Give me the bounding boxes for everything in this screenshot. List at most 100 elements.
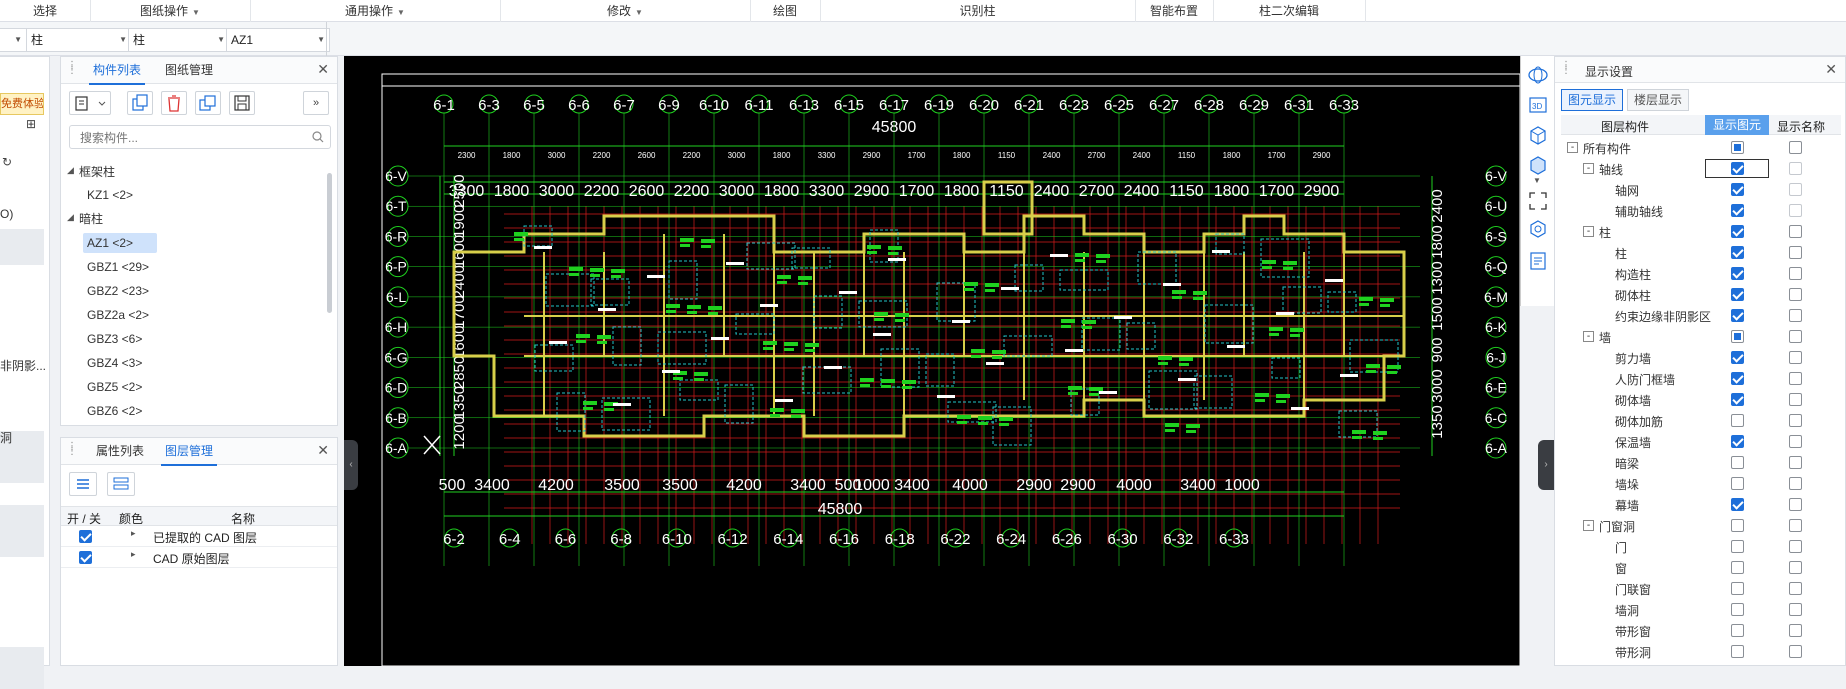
collapse-left-handle[interactable]: ‹ — [344, 440, 358, 490]
tab-element-display[interactable]: 图元显示 — [1561, 89, 1623, 111]
display-row[interactable]: -轴线 — [1561, 158, 1841, 179]
cube-filled-icon[interactable] — [1527, 154, 1549, 176]
layer-list-icon[interactable] — [69, 472, 97, 496]
ribbon-menu-item[interactable]: 绘图 — [750, 0, 821, 22]
orbit-icon[interactable] — [1527, 64, 1549, 86]
tree-toggle-icon[interactable]: - — [1583, 226, 1594, 237]
display-row[interactable]: 保温墙 — [1561, 431, 1841, 452]
tree-toggle-icon[interactable]: - — [1583, 163, 1594, 174]
expand-icon[interactable]: ▸ — [131, 549, 136, 559]
show-name-checkbox[interactable] — [1789, 540, 1802, 553]
tab-floor-display[interactable]: 楼层显示 — [1627, 89, 1689, 111]
ribbon-menu-item[interactable]: 识别柱 — [820, 0, 1136, 22]
select-view-icon[interactable] — [1527, 218, 1549, 240]
search-icon[interactable] — [312, 131, 324, 143]
display-row[interactable]: 辅助轴线 — [1561, 200, 1841, 221]
show-element-checkbox[interactable] — [1731, 351, 1744, 364]
show-element-checkbox[interactable] — [1731, 414, 1744, 427]
show-element-checkbox[interactable] — [1731, 582, 1744, 595]
category-select[interactable]: 柱▼ — [26, 28, 132, 52]
show-element-checkbox[interactable] — [1731, 456, 1744, 469]
show-name-checkbox[interactable] — [1789, 393, 1802, 406]
save-icon[interactable] — [229, 91, 255, 115]
stub-selected-row[interactable] — [0, 229, 44, 265]
ribbon-menu-item[interactable]: 通用操作▼ — [250, 0, 501, 22]
show-name-checkbox[interactable] — [1789, 183, 1802, 196]
show-name-checkbox[interactable] — [1789, 414, 1802, 427]
display-row[interactable]: 构造柱 — [1561, 263, 1841, 284]
drag-handle-icon[interactable]: ⋮⋮ — [1561, 60, 1571, 76]
tab-layer-management[interactable]: 图层管理 — [161, 438, 217, 466]
group-frame-column[interactable]: 框架柱 — [79, 165, 116, 179]
close-icon[interactable]: ✕ — [317, 442, 329, 458]
display-row[interactable]: 带形窗 — [1561, 620, 1841, 641]
collapse-icon[interactable]: ◢ — [67, 165, 74, 175]
display-row[interactable]: 墙洞 — [1561, 599, 1841, 620]
cube-icon[interactable] — [1527, 124, 1549, 146]
show-element-checkbox[interactable] — [1731, 624, 1744, 637]
scrollbar[interactable] — [327, 173, 332, 313]
display-row[interactable]: 砌体加筋 — [1561, 410, 1841, 431]
show-name-checkbox[interactable] — [1789, 435, 1802, 448]
ribbon-menu-item[interactable]: 选择 — [0, 0, 91, 22]
display-row[interactable]: -柱 — [1561, 221, 1841, 242]
copy-floor-button[interactable] — [195, 91, 221, 115]
show-element-checkbox[interactable] — [1731, 435, 1744, 448]
close-icon[interactable]: ✕ — [317, 61, 329, 77]
tree-toggle-icon[interactable]: - — [1583, 520, 1594, 531]
display-row[interactable]: 柱 — [1561, 242, 1841, 263]
component-item[interactable]: GBZ2 <23> — [87, 284, 150, 298]
show-name-checkbox[interactable] — [1789, 288, 1802, 301]
component-item[interactable]: KZ1 <2> — [87, 188, 134, 202]
stub-selected-row[interactable] — [0, 505, 44, 557]
show-name-checkbox[interactable] — [1789, 309, 1802, 322]
show-element-checkbox[interactable] — [1731, 309, 1744, 322]
toolbar-collapse[interactable]: ▼ — [0, 28, 29, 52]
show-name-checkbox[interactable] — [1789, 477, 1802, 490]
display-row[interactable]: 暗梁 — [1561, 452, 1841, 473]
chevron-down-icon[interactable]: ▼ — [1533, 176, 1541, 185]
show-name-checkbox[interactable] — [1789, 162, 1802, 175]
component-item[interactable]: GBZ2a <2> — [87, 308, 150, 322]
show-element-checkbox[interactable] — [1731, 393, 1744, 406]
show-element-checkbox[interactable] — [1731, 330, 1744, 343]
display-row[interactable]: 幕墙 — [1561, 494, 1841, 515]
free-trial-badge[interactable]: 免费体验 — [0, 93, 44, 115]
show-name-checkbox[interactable] — [1789, 372, 1802, 385]
tree-toggle-icon[interactable]: - — [1583, 331, 1594, 342]
view-3d-icon[interactable]: 3D — [1527, 94, 1549, 116]
show-name-checkbox[interactable] — [1789, 498, 1802, 511]
show-name-checkbox[interactable] — [1789, 624, 1802, 637]
display-row[interactable]: 砌体墙 — [1561, 389, 1841, 410]
header-show-name[interactable]: 显示名称 — [1777, 120, 1826, 134]
show-element-checkbox[interactable] — [1731, 645, 1744, 658]
component-item-selected[interactable]: AZ1 <2> — [87, 236, 134, 250]
show-element-checkbox[interactable] — [1731, 183, 1744, 196]
show-name-checkbox[interactable] — [1789, 204, 1802, 217]
type-select[interactable]: 柱▼ — [128, 28, 230, 52]
ribbon-menu-item[interactable]: 图纸操作▼ — [90, 0, 251, 22]
pin-icon[interactable]: ⊞ — [26, 117, 37, 131]
show-name-checkbox[interactable] — [1789, 246, 1802, 259]
component-item[interactable]: GBZ5 <2> — [87, 380, 143, 394]
show-name-checkbox[interactable] — [1789, 225, 1802, 238]
display-row[interactable]: 门联窗 — [1561, 578, 1841, 599]
display-row[interactable]: 轴网 — [1561, 179, 1841, 200]
component-item[interactable]: GBZ4 <3> — [87, 356, 143, 370]
tab-drawing-management[interactable]: 图纸管理 — [164, 63, 213, 77]
show-element-checkbox[interactable] — [1731, 225, 1744, 238]
expand-more-icon[interactable]: » — [303, 91, 329, 115]
layer-row[interactable]: ▸ CAD 原始图层 — [61, 547, 337, 568]
stub-selected-row[interactable] — [0, 431, 44, 483]
display-row[interactable]: 带形洞 — [1561, 641, 1841, 662]
show-name-checkbox[interactable] — [1789, 141, 1802, 154]
stub-selected-row[interactable] — [0, 647, 44, 689]
display-row[interactable]: 墙垛 — [1561, 473, 1841, 494]
show-name-checkbox[interactable] — [1789, 603, 1802, 616]
tab-properties[interactable]: 属性列表 — [95, 444, 144, 458]
show-name-checkbox[interactable] — [1789, 561, 1802, 574]
display-row[interactable]: 窗 — [1561, 557, 1841, 578]
show-element-checkbox[interactable] — [1731, 477, 1744, 490]
